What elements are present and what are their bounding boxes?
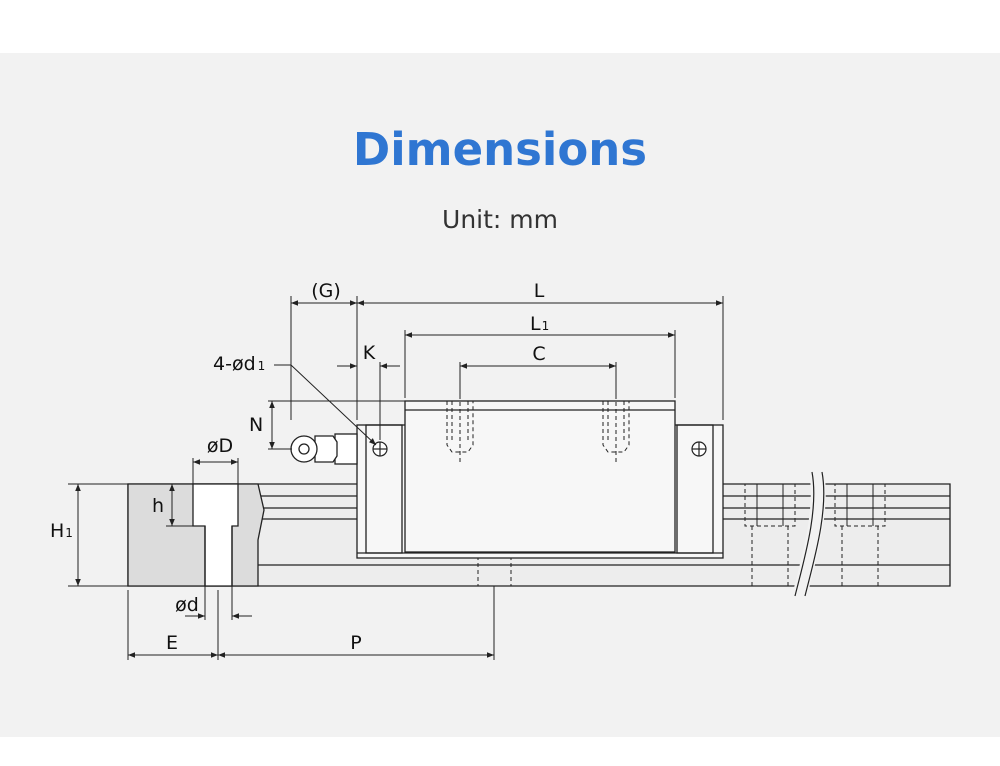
label-k: K bbox=[363, 342, 376, 364]
label-g: (G) bbox=[311, 280, 341, 302]
break-lines bbox=[792, 471, 826, 597]
rail-holes-hidden bbox=[477, 483, 886, 586]
label-l: L bbox=[534, 280, 545, 302]
label-holes-sub: 1 bbox=[258, 359, 266, 373]
tapped-holes bbox=[446, 395, 630, 462]
label-l1: L1 bbox=[530, 313, 549, 335]
label-c: C bbox=[532, 343, 545, 365]
rail-holes-visible bbox=[745, 484, 885, 526]
side-holes bbox=[372, 441, 707, 457]
label-l1-sub: 1 bbox=[542, 319, 550, 333]
label-e: E bbox=[166, 632, 178, 654]
label-l1-main: L bbox=[530, 313, 541, 335]
grease-nipple bbox=[290, 433, 358, 465]
rail-section bbox=[127, 483, 265, 587]
label-h1: H1 bbox=[50, 520, 73, 542]
label-d-large: øD bbox=[207, 435, 233, 457]
label-d-small: ød bbox=[175, 594, 199, 616]
label-h: h bbox=[152, 495, 164, 517]
label-h1-sub: 1 bbox=[65, 526, 73, 540]
label-h1-main: H bbox=[50, 520, 64, 542]
label-holes-main: 4-ød bbox=[213, 353, 256, 375]
unit-label: Unit: mm bbox=[442, 205, 558, 234]
dimension-lines bbox=[68, 296, 724, 660]
label-n: N bbox=[249, 414, 263, 436]
label-p: P bbox=[350, 632, 361, 654]
carriage-block bbox=[356, 400, 724, 559]
page-title: Dimensions bbox=[352, 123, 648, 176]
diagram-panel bbox=[0, 53, 1000, 737]
